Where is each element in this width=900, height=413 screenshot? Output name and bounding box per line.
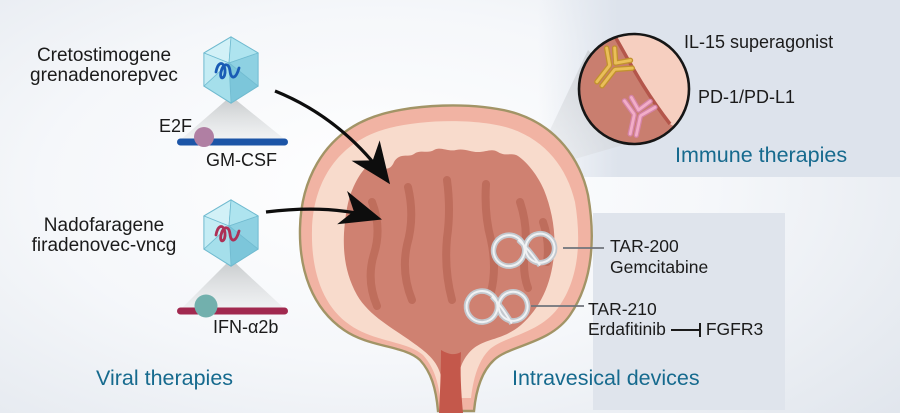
transgene-label-gmcsf: GM-CSF [206,150,277,170]
transgene-line-blue [177,138,288,146]
device-label-tar210: TAR-210 [588,299,657,319]
agent-name-line: Cretostimogene [36,45,172,66]
agent-name-nadofaragene: Nadofaragene firadenovec-vncg [14,216,194,256]
antibody-icon-il15 [594,45,636,89]
urethra-canal [439,350,463,413]
virus-projection-cone [178,259,288,312]
virus-icon-cretostimogene [203,36,259,104]
intravesical-devices-panel [593,213,785,410]
agent-name-line: Nadofaragene [43,215,165,236]
virus-icon-nadofaragene [203,199,259,267]
genome-squiggle-blue [214,62,241,80]
inhibition-arrow-icon [670,322,701,338]
tar-200-device-icon [490,230,558,269]
device-payload-erdafitinib-row: Erdafitinib FGFR3 [588,319,763,340]
bladder-illustration [298,104,593,413]
instillation-arrow-top [274,89,391,185]
device-payload-gemcitabine: Gemcitabine [610,257,709,277]
genome-squiggle-crimson [214,225,241,243]
tar-210-device-icon [463,288,531,326]
antibody-label-il15: IL-15 superagonist [684,32,834,52]
promoter-circle-mauve [194,127,214,147]
device-payload-erdafitinib: Erdafitinib [588,319,666,339]
agent-name-line: firadenovec-vncg [31,235,177,256]
section-heading-intravesical-devices: Intravesical devices [512,366,700,390]
antibody-label-pd1: PD-1/PD-L1 [698,87,796,107]
device-label-tar200: TAR-200 [610,236,679,256]
construct-ifn [177,294,288,318]
transgene-label-ifn: IFN-α2b [213,317,279,337]
antibody-icon-pd1 [621,94,658,138]
agent-name-line: grenadenorepvec [30,65,178,86]
magnifier-circle [577,32,691,146]
agent-name-cretostimogene: Cretostimogene grenadenorepvec [18,46,190,86]
construct-gmcsf [177,127,288,147]
promoter-circle-teal [194,294,218,318]
section-heading-immune-therapies: Immune therapies [675,143,848,167]
promoter-label-e2f: E2F [159,116,193,136]
section-heading-viral-therapies: Viral therapies [96,366,234,390]
instillation-arrow-bottom [265,191,382,225]
device-target-fgfr3: FGFR3 [705,319,764,339]
transgene-line-maroon [177,307,288,315]
